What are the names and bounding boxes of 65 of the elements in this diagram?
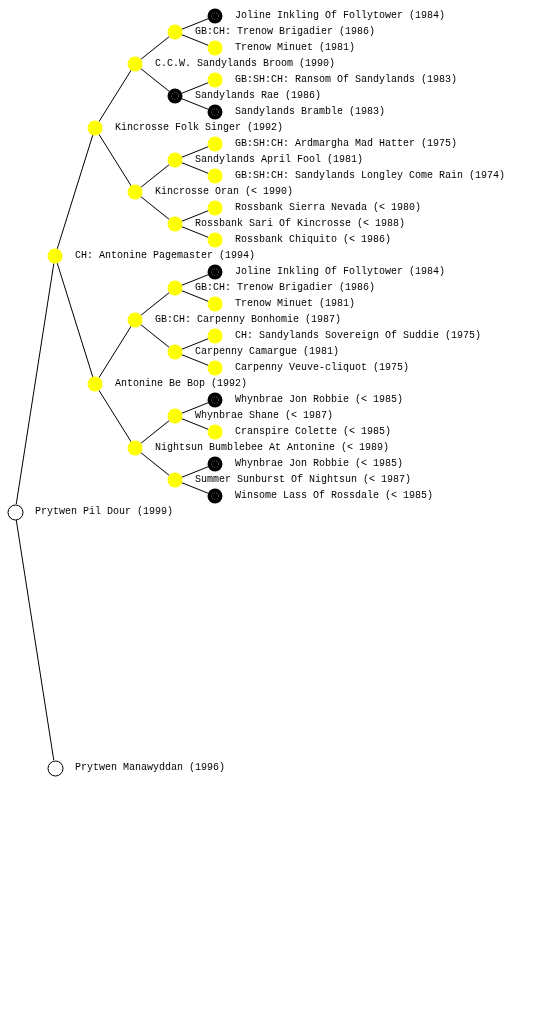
connector-line bbox=[140, 68, 170, 92]
connector-line bbox=[98, 133, 132, 187]
dog-name: Rossbank Sierra Nevada (< 1980) bbox=[235, 202, 422, 214]
connector-line bbox=[140, 420, 170, 444]
connector-line bbox=[181, 210, 209, 222]
connector-line bbox=[181, 98, 209, 110]
connector-line bbox=[15, 519, 55, 761]
dog-name: CH: Antonine Pagemaster (1994) bbox=[75, 250, 256, 262]
dog-name: Carpenny Camargue (1981) bbox=[195, 346, 340, 358]
dog-name: Whynbrae Shane (< 1987) bbox=[195, 410, 334, 422]
dog-name: GB:SH:CH: Sandylands Longley Come Rain (1974) bbox=[235, 170, 506, 182]
dog-name: GB:CH: Trenow Brigadier (1986) bbox=[195, 26, 376, 38]
dog-name: Whynbrae Jon Robbie (< 1985) bbox=[235, 458, 404, 470]
connector-line bbox=[56, 262, 94, 378]
connector-line bbox=[181, 226, 209, 238]
dog-name: Prytwen Manawyddan (1996) bbox=[75, 762, 226, 774]
dog-name: Whynbrae Jon Robbie (< 1985) bbox=[235, 394, 404, 406]
connector-line bbox=[181, 354, 209, 366]
dog-name: Antonine Be Bop (1992) bbox=[115, 378, 248, 390]
connector-line bbox=[98, 69, 132, 123]
connector-line bbox=[181, 402, 209, 414]
dog-name: GB:CH: Trenow Brigadier (1986) bbox=[195, 282, 376, 294]
dog-name: GB:SH:CH: Ransom Of Sandylands (1983) bbox=[235, 74, 458, 86]
connector-line bbox=[181, 338, 209, 350]
dog-name: Winsome Lass Of Rossdale (< 1985) bbox=[235, 490, 434, 502]
connector-line bbox=[15, 262, 55, 505]
connector-line bbox=[140, 324, 170, 348]
connector-line bbox=[98, 389, 132, 443]
dog-name: Sandylands April Fool (1981) bbox=[195, 154, 364, 166]
dog-name: Prytwen Pil Dour (1999) bbox=[35, 506, 174, 518]
dog-name: Nightsun Bumblebee At Antonine (< 1989) bbox=[155, 442, 390, 454]
dog-name: CH: Sandylands Sovereign Of Suddie (1975) bbox=[235, 330, 482, 342]
dog-name: C.C.W. Sandylands Broom (1990) bbox=[155, 58, 336, 70]
dog-name: Carpenny Veuve-cliquot (1975) bbox=[235, 362, 410, 374]
dog-name: Cranspire Colette (< 1985) bbox=[235, 426, 392, 438]
dog-name: Rossbank Sari Of Kincrosse (< 1988) bbox=[195, 218, 406, 230]
dog-name: Trenow Minuet (1981) bbox=[235, 42, 356, 54]
connector-line bbox=[181, 162, 209, 174]
connector-line bbox=[140, 196, 170, 220]
dog-name: GB:SH:CH: Ardmargha Mad Hatter (1975) bbox=[235, 138, 458, 150]
dog-name: Kincrosse Oran (< 1990) bbox=[155, 186, 294, 198]
connector-line bbox=[181, 482, 209, 494]
dog-name: Joline Inkling Of Follytower (1984) bbox=[235, 10, 446, 22]
connector-line bbox=[140, 36, 170, 60]
connector-line bbox=[181, 274, 209, 286]
connector-line bbox=[56, 134, 94, 250]
dog-name: Rossbank Chiquito (< 1986) bbox=[235, 234, 392, 246]
connector-line bbox=[181, 146, 209, 158]
dog-name: Sandylands Rae (1986) bbox=[195, 90, 322, 102]
connector-line bbox=[181, 34, 209, 46]
dog-name: Summer Sunburst Of Nightsun (< 1987) bbox=[195, 474, 412, 486]
connector-line bbox=[98, 325, 132, 379]
connector-line bbox=[181, 466, 209, 478]
dog-name: Trenow Minuet (1981) bbox=[235, 298, 356, 310]
connector-line bbox=[140, 164, 170, 188]
connector-line bbox=[181, 290, 209, 302]
dog-name: GB:CH: Carpenny Bonhomie (1987) bbox=[155, 314, 342, 326]
connector-line bbox=[140, 452, 170, 476]
dog-name: Kincrosse Folk Singer (1992) bbox=[115, 122, 284, 134]
dog-name: Sandylands Bramble (1983) bbox=[235, 106, 386, 118]
connector-line bbox=[181, 418, 209, 430]
connector-line bbox=[140, 292, 170, 316]
connector-line bbox=[181, 82, 209, 94]
dog-name: Joline Inkling Of Follytower (1984) bbox=[235, 266, 446, 278]
connector-line bbox=[181, 18, 209, 30]
